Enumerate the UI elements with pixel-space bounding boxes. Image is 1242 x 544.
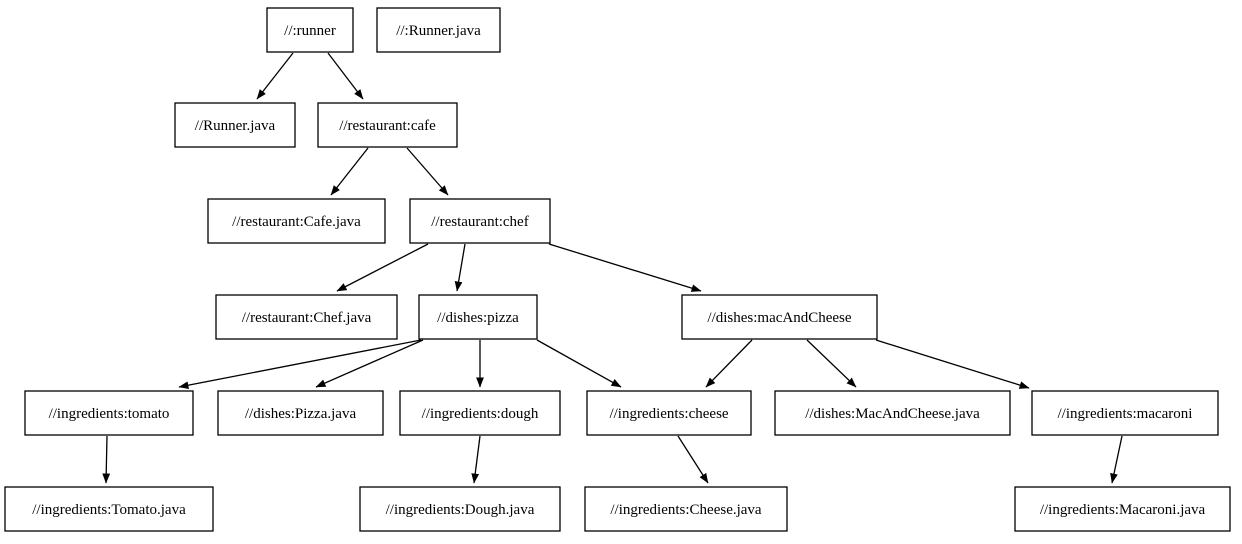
- graph-node-macaroni-java: //ingredients:Macaroni.java: [1014, 486, 1231, 532]
- graph-edge-chef-to-mac-and-cheese: [548, 243, 702, 292]
- graph-node-label: //ingredients:tomato: [49, 406, 170, 422]
- graph-node-box: [266, 7, 354, 53]
- graph-node-label: //ingredients:macaroni: [1058, 406, 1193, 422]
- graph-node-box: [174, 102, 296, 148]
- graph-edge-chef-to-pizza: [454, 243, 466, 292]
- graph-node-label: //dishes:Pizza.java: [245, 406, 357, 422]
- graph-node-box: [586, 390, 752, 436]
- graph-node-box: [207, 198, 386, 244]
- graph-node-box: [359, 486, 561, 532]
- graph-node-label: //dishes:MacAndCheese.java: [805, 406, 980, 422]
- graph-edge-tomato-to-tomato-java: [102, 435, 111, 484]
- graph-node-box: [409, 198, 551, 244]
- graph-node-cheese-java: //ingredients:Cheese.java: [584, 486, 788, 532]
- graph-edge-macaroni-to-macaroni-java: [1110, 435, 1123, 484]
- graph-node-box: [317, 102, 458, 148]
- graph-edge-pizza-to-tomato: [178, 339, 422, 390]
- graph-node-label: //ingredients:Dough.java: [386, 502, 535, 518]
- graph-node-tomato: //ingredients:tomato: [24, 390, 194, 436]
- graph-node-label: //:Runner.java: [396, 23, 481, 39]
- graph-node-box: [681, 294, 878, 340]
- graph-node-label: //Runner.java: [195, 118, 276, 134]
- graph-node-cafe-java: //restaurant:Cafe.java: [207, 198, 386, 244]
- graph-node-label: //dishes:macAndCheese: [707, 310, 851, 326]
- graph-node-mac-and-cheese: //dishes:macAndCheese: [681, 294, 878, 340]
- graph-node-pizza: //dishes:pizza: [418, 294, 538, 340]
- graph-node-label: //:runner: [284, 23, 336, 39]
- graph-node-root-runner-java: //:Runner.java: [376, 7, 501, 53]
- graph-edge-pizza-to-pizza-java: [315, 339, 424, 388]
- graph-node-chef: //restaurant:chef: [409, 198, 551, 244]
- graph-edge-mac-and-cheese-to-cheese: [705, 339, 753, 388]
- graph-node-box: [4, 486, 214, 532]
- graph-edge-mac-and-cheese-to-macaroni: [875, 339, 1030, 389]
- graph-edge-pizza-to-cheese: [536, 339, 622, 388]
- graph-edges: [102, 52, 1123, 484]
- graph-node-box: [399, 390, 561, 436]
- graph-node-mac-and-cheese-java: //dishes:MacAndCheese.java: [774, 390, 1011, 436]
- graph-node-box: [376, 7, 501, 53]
- graph-node-dough-java: //ingredients:Dough.java: [359, 486, 561, 532]
- graph-node-label: //restaurant:chef: [431, 214, 528, 230]
- graph-edge-runner-to-cafe: [327, 52, 364, 100]
- graph-node-box: [24, 390, 194, 436]
- graph-node-label: //ingredients:Macaroni.java: [1040, 502, 1206, 518]
- graph-node-runner-java: //Runner.java: [174, 102, 296, 148]
- graph-node-box: [1031, 390, 1219, 436]
- graph-node-box: [1014, 486, 1231, 532]
- graph-node-label: //restaurant:Chef.java: [242, 310, 372, 326]
- graph-node-box: [215, 294, 398, 340]
- graph-edge-chef-to-chef-java: [336, 243, 429, 292]
- graph-edge-cafe-to-cafe-java: [330, 147, 369, 196]
- graph-node-label: //restaurant:cafe: [339, 118, 436, 134]
- graph-node-cheese: //ingredients:cheese: [586, 390, 752, 436]
- graph-node-macaroni: //ingredients:macaroni: [1031, 390, 1219, 436]
- graph-node-label: //ingredients:cheese: [609, 406, 728, 422]
- graph-node-label: //ingredients:dough: [422, 406, 539, 422]
- graph-edge-mac-and-cheese-to-mac-and-cheese-java: [806, 339, 857, 388]
- graph-edge-cheese-to-cheese-java: [677, 435, 709, 484]
- graph-edge-dough-to-dough-java: [471, 435, 481, 484]
- graph-node-runner: //:runner: [266, 7, 354, 53]
- graph-node-label: //ingredients:Tomato.java: [32, 502, 186, 518]
- graph-node-box: [418, 294, 538, 340]
- graph-edge-runner-to-runner-java: [256, 52, 294, 100]
- graph-node-chef-java: //restaurant:Chef.java: [215, 294, 398, 340]
- graph-node-box: [774, 390, 1011, 436]
- graph-node-box: [584, 486, 788, 532]
- graph-edge-cafe-to-chef: [406, 147, 449, 196]
- graph-node-label: //restaurant:Cafe.java: [232, 214, 361, 230]
- graph-node-cafe: //restaurant:cafe: [317, 102, 458, 148]
- graph-nodes: //:runner //:Runner.java //Runner.java //re…: [4, 7, 1231, 532]
- graph-node-box: [217, 390, 384, 436]
- graph-node-label: //ingredients:Cheese.java: [610, 502, 762, 518]
- graph-node-tomato-java: //ingredients:Tomato.java: [4, 486, 214, 532]
- graph-node-pizza-java: //dishes:Pizza.java: [217, 390, 384, 436]
- graph-node-dough: //ingredients:dough: [399, 390, 561, 436]
- graph-node-label: //dishes:pizza: [437, 310, 519, 326]
